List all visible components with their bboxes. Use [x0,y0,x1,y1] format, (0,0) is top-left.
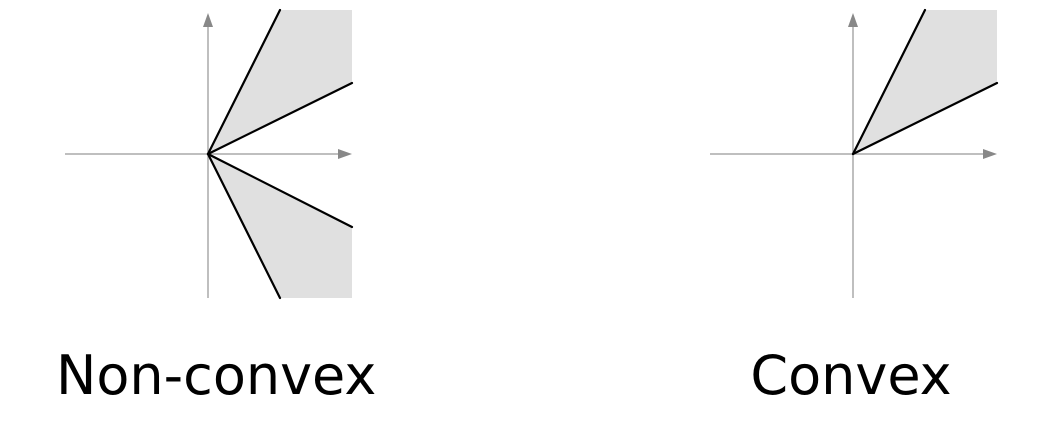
ray-lower-shallow [206,152,354,229]
convex-plot [710,8,999,298]
ray-lower-steep [206,152,282,300]
non-convex-label: Non-convex [56,344,377,407]
wedge-region [853,10,997,154]
x-axis-arrowhead [338,149,352,159]
ray-upper-steep [206,8,282,156]
y-axis-arrowhead [203,13,213,27]
y-axis-arrowhead [848,13,858,27]
non-convex-diagram: Non-convex [56,0,380,440]
ray-steep [851,8,927,156]
convex-label: Convex [750,344,952,407]
ray-upper-shallow [206,81,354,156]
x-axis-arrowhead [983,149,997,159]
ray-shallow [851,81,999,156]
lower-wedge-region [208,154,352,298]
non-convex-plot [65,8,354,300]
convex-diagram: Convex [705,0,1025,440]
upper-wedge-region [208,10,352,154]
